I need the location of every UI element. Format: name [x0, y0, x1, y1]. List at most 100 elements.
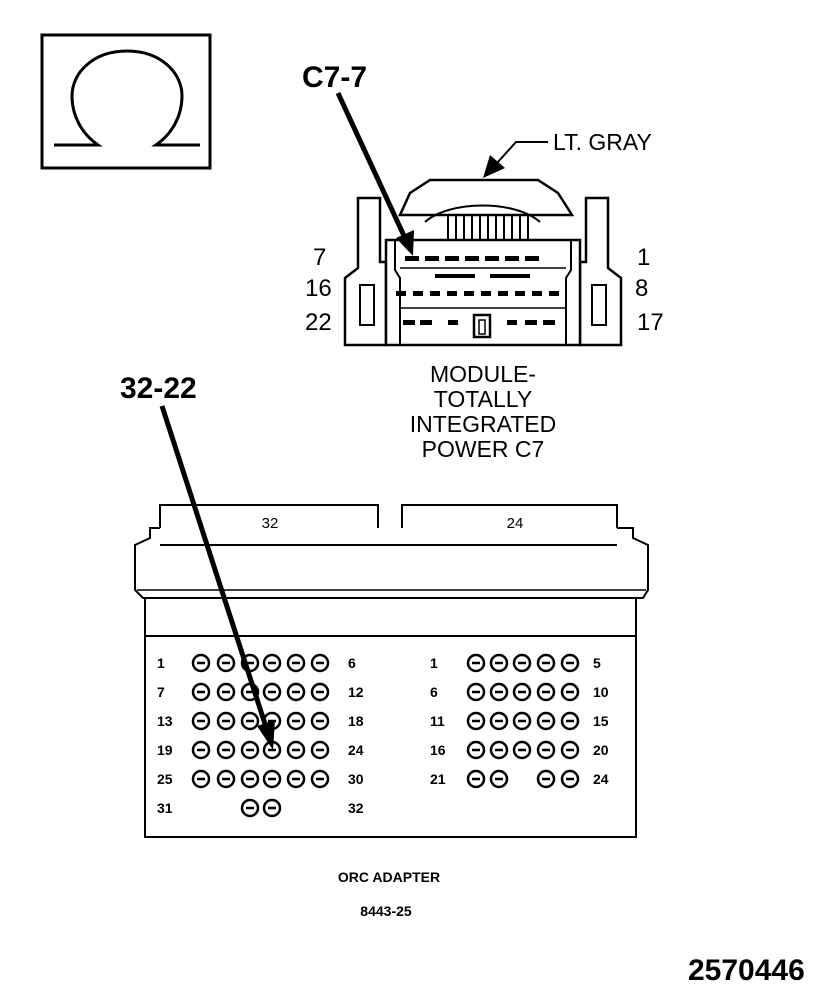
adapter-cavity [216, 740, 236, 760]
c7-caption-line-1: MODULE- [430, 361, 536, 387]
c7-row-2-cavities [396, 291, 559, 296]
adapter-pin-callout: 32-22 [120, 372, 275, 750]
adapter-cavity [512, 740, 532, 760]
adapter-cavity [286, 653, 306, 673]
adapter-cavity [240, 798, 260, 818]
adapter-cavity [191, 682, 211, 702]
c7-divider-slots [435, 274, 530, 278]
c7-caption-line-4: POWER C7 [422, 436, 545, 462]
adapter-cavity [310, 653, 330, 673]
adapter-cavity [560, 653, 580, 673]
c7-caption-line-2: TOTALLY [434, 386, 532, 412]
adapter-cavity [560, 740, 580, 760]
left-grid-row-5-start: 25 [157, 771, 173, 787]
ohm-symbol-box [40, 33, 212, 170]
left-grid-row-2-end: 12 [348, 684, 364, 700]
c7-row-label-right-3: 17 [637, 309, 664, 336]
adapter-cavity [286, 682, 306, 702]
left-grid-row-6-start: 31 [157, 800, 173, 816]
adapter-cavity [560, 682, 580, 702]
left-grid-row-2-start: 7 [157, 684, 165, 700]
c7-row-label-left-1: 7 [313, 244, 326, 271]
right-grid-row-5-start: 21 [430, 771, 446, 787]
c7-caption-line-3: INTEGRATED [410, 411, 557, 437]
adapter-cavity [512, 711, 532, 731]
adapter-cavity [489, 769, 509, 789]
module-pin-callout: C7-7 [302, 61, 414, 256]
adapter-tab-32-label: 32 [262, 515, 279, 532]
figure-number: 2570446 [688, 954, 805, 987]
adapter-cavity [489, 711, 509, 731]
adapter-cavity [560, 711, 580, 731]
c7-row-1-cavities [405, 256, 539, 261]
c7-row-label-left-3: 22 [305, 309, 332, 336]
adapter-cavity [216, 711, 236, 731]
left-grid-row-5-end: 30 [348, 771, 364, 787]
adapter-cavity [536, 653, 556, 673]
adapter-tab-24-label: 24 [507, 515, 524, 532]
adapter-cavity [262, 682, 282, 702]
right-cavity-grid [466, 653, 580, 789]
c7-connector: 7 16 22 1 8 17 MODULE- TOTALLY INTEGRATE… [305, 178, 664, 462]
adapter-cavity [191, 711, 211, 731]
adapter-cavity [191, 769, 211, 789]
adapter-cavity [536, 769, 556, 789]
adapter-cavity [262, 653, 282, 673]
c7-row-label-right-2: 8 [635, 275, 648, 302]
adapter-cavity [536, 682, 556, 702]
left-grid-row-4-start: 19 [157, 742, 173, 758]
adapter-cavity [310, 711, 330, 731]
adapter-cavity [512, 653, 532, 673]
adapter-cavity [191, 740, 211, 760]
adapter-cavity [466, 682, 486, 702]
adapter-cavity [466, 711, 486, 731]
orc-adapter: 32 24 1 6 7 12 13 18 19 24 25 30 31 32 1… [134, 504, 649, 838]
adapter-part-number: 8443-25 [360, 903, 412, 919]
adapter-cavity [310, 740, 330, 760]
color-callout: LT. GRAY [483, 129, 652, 178]
adapter-cavity [216, 653, 236, 673]
adapter-cavity [560, 769, 580, 789]
color-callout-label: LT. GRAY [553, 129, 652, 155]
latch-ribs [447, 215, 529, 240]
left-grid-row-4-end: 24 [348, 742, 364, 758]
adapter-cavity [191, 653, 211, 673]
left-grid-row-1-start: 1 [157, 655, 165, 671]
right-grid-row-2-start: 6 [430, 684, 438, 700]
right-grid-row-1-end: 5 [593, 655, 601, 671]
right-grid-row-1-start: 1 [430, 655, 438, 671]
adapter-cavity [536, 711, 556, 731]
adapter-cavity [489, 682, 509, 702]
adapter-cavity [466, 740, 486, 760]
module-pin-callout-label: C7-7 [302, 61, 367, 94]
adapter-name: ORC ADAPTER [338, 869, 440, 885]
adapter-cavity [240, 711, 260, 731]
adapter-cavity [489, 740, 509, 760]
adapter-cavity [262, 798, 282, 818]
c7-row-label-right-1: 1 [637, 244, 650, 271]
right-grid-row-3-end: 15 [593, 713, 609, 729]
adapter-cavity [216, 769, 236, 789]
adapter-cavity [489, 653, 509, 673]
ohm-icon [54, 49, 200, 147]
adapter-cavity [240, 740, 260, 760]
right-grid-row-5-end: 24 [593, 771, 609, 787]
c7-row-3-cavities [403, 320, 555, 325]
adapter-cavity [466, 769, 486, 789]
right-grid-row-4-end: 20 [593, 742, 609, 758]
adapter-cavity [216, 682, 236, 702]
adapter-cavity [310, 682, 330, 702]
adapter-cavity [240, 769, 260, 789]
adapter-cavity [262, 769, 282, 789]
adapter-cavity [536, 740, 556, 760]
adapter-cavity [286, 711, 306, 731]
right-grid-row-3-start: 11 [430, 713, 445, 729]
adapter-cavity [286, 769, 306, 789]
left-grid-row-3-start: 13 [157, 713, 173, 729]
right-grid-row-2-end: 10 [593, 684, 609, 700]
adapter-cavity [512, 682, 532, 702]
right-grid-row-4-start: 16 [430, 742, 446, 758]
left-grid-row-3-end: 18 [348, 713, 364, 729]
left-grid-row-1-end: 6 [348, 655, 356, 671]
